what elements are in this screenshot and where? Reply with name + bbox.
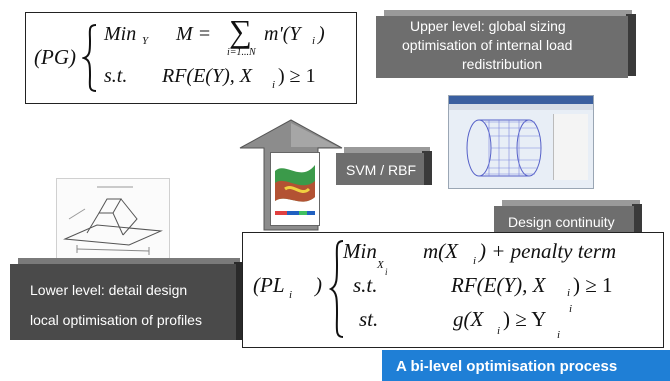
stiffener-profile-drawing (56, 178, 170, 270)
design-continuity-label: Design continuity (508, 214, 615, 230)
pl-objective: m(X (423, 239, 458, 263)
bi-level-banner-text: A bi-level optimisation process (396, 358, 618, 375)
pg-formula-box: (PG) Min Y M = ∑ i=1...N m'(Y i ) s.t. R… (25, 12, 357, 104)
pl-formula-box: (PL i ) Min X i m(X i ) + penalty term s… (242, 232, 664, 348)
pg-st: s.t. (104, 65, 128, 87)
fuselage-barrel-screenshot (448, 95, 594, 189)
pg-min: Min (104, 23, 137, 45)
pg-term-end: ) (318, 23, 325, 45)
pl-g-constraint-sub2: i (557, 329, 561, 341)
upper-level-line3: redistribution (462, 56, 543, 72)
pl-st: s.t. (353, 273, 378, 297)
pl-label-end: ) (315, 273, 322, 297)
pl-min-sub: X (377, 259, 384, 271)
lower-level-line1: Lower level: detail design (30, 282, 188, 298)
pg-sum-sub: i=1...N (227, 47, 256, 58)
pg-constraint-sub: i (272, 79, 276, 91)
pl-constraint: RF(E(Y), X (451, 273, 546, 297)
lower-level-line2: local optimisation of profiles (30, 312, 202, 328)
pg-term-sub: i (312, 35, 316, 47)
bi-level-banner: A bi-level optimisation process (382, 350, 670, 381)
pg-term: m'(Y (264, 23, 301, 45)
pl-brace (329, 240, 344, 338)
pl-min-subsub: i (385, 267, 388, 277)
lower-level-tag: Lower level: detail design local optimis… (8, 258, 244, 342)
design-continuity-tag: Design continuity (492, 200, 642, 234)
pg-constraint: RF(E(Y), X (162, 65, 252, 87)
pg-objective: M = (176, 23, 212, 45)
pg-min-sub: Y (142, 35, 149, 47)
pg-constraint-end: ) ≥ 1 (278, 65, 316, 87)
pl-label: (PL (253, 273, 285, 297)
pl-g-constraint-sup: i (569, 303, 573, 315)
upper-level-tag: Upper level: global sizing optimisation … (374, 10, 636, 80)
pl-constraint-sub: i (567, 287, 571, 299)
svm-rbf-label: SVM / RBF (346, 162, 417, 178)
response-surface-plot (270, 152, 320, 226)
pl-min: Min (343, 239, 377, 263)
upper-level-line2: optimisation of internal load (402, 37, 573, 53)
pg-sum-symbol: ∑ (229, 13, 252, 49)
pl-label-sub: i (289, 289, 293, 301)
pl-constraint-end: ) ≥ 1 (573, 273, 613, 297)
pl-g-constraint-sub: i (497, 325, 501, 337)
pl-g-constraint: g(X (453, 307, 484, 331)
pl-objective-end: ) + penalty term (479, 239, 617, 263)
pl-st2: st. (359, 307, 379, 331)
upper-level-line1: Upper level: global sizing (410, 18, 566, 34)
svm-rbf-tag: SVM / RBF (334, 147, 432, 187)
pg-brace (82, 24, 97, 92)
pg-label: (PG) (34, 45, 76, 69)
pl-objective-sub: i (473, 255, 477, 267)
pl-g-constraint-mid: ) ≥ Y (503, 307, 547, 331)
